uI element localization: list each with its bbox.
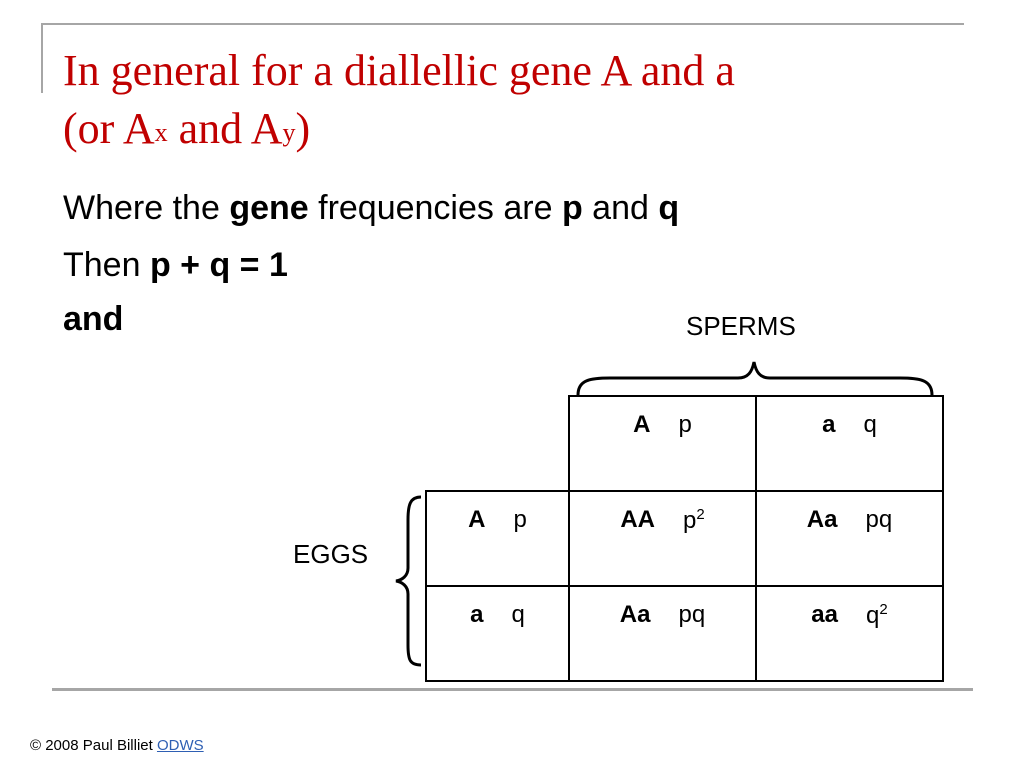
slide-frame-top (41, 23, 964, 25)
text: frequencies are (308, 189, 562, 227)
text: Then (63, 246, 150, 284)
title-line-2-prefix: (or A (63, 104, 155, 153)
bold-text: gene (229, 189, 309, 227)
title-line-2-suffix: ) (295, 104, 311, 153)
genotype-cell-AA: AA p2 (568, 490, 757, 587)
genotype: Aa (619, 601, 651, 628)
bold-text: p (561, 189, 583, 227)
text: Where the (63, 189, 230, 227)
body-line-sum: Then p + q = 1 (63, 245, 288, 285)
frequency: p (513, 506, 527, 533)
slide-frame-left (41, 23, 43, 93)
genotype: aa (811, 601, 838, 628)
title-line-1: In general for a diallellic gene A and a (63, 46, 735, 95)
punnett-corner (426, 396, 569, 491)
genotype: AA (620, 506, 655, 533)
bold-text: and (63, 300, 124, 338)
slide-title: In general for a diallellic gene A and a… (63, 42, 963, 158)
bold-text: p + q = 1 (149, 246, 288, 284)
frequency: p (678, 411, 692, 438)
frequency: q (863, 411, 877, 438)
genotype-frequency: p2 (682, 506, 705, 534)
eggs-label: EGGS (293, 539, 369, 569)
allele: a (822, 411, 836, 438)
bold-text: q (658, 189, 680, 227)
eggs-brace (395, 495, 422, 667)
allele: A (468, 506, 486, 533)
title-line-2-mid: and A (167, 104, 283, 153)
body-line-frequencies: Where the gene frequencies are p and q (63, 188, 679, 228)
genotype: Aa (806, 506, 838, 533)
title-sup-y: y (282, 118, 296, 147)
sperms-label: SPERMS (686, 311, 796, 341)
genotype-frequency: pq (678, 601, 706, 628)
allele: A (633, 411, 651, 438)
genotype-frequency: pq (865, 506, 893, 533)
genotype-cell-aa: aa q2 (755, 585, 944, 682)
body-line-and: and (63, 299, 123, 339)
slide-frame-bottom (52, 688, 973, 691)
sperms-brace (576, 361, 934, 396)
genotype-frequency: q2 (866, 601, 888, 629)
frequency: q (511, 601, 525, 628)
odws-link[interactable]: ODWS (156, 737, 204, 754)
title-sup-x: x (154, 118, 168, 147)
text: and (582, 189, 659, 227)
copyright-text: © 2008 Paul Billiet (30, 737, 157, 754)
footer-credit: © 2008 Paul Billiet ODWS (30, 737, 204, 754)
allele: a (470, 601, 484, 628)
